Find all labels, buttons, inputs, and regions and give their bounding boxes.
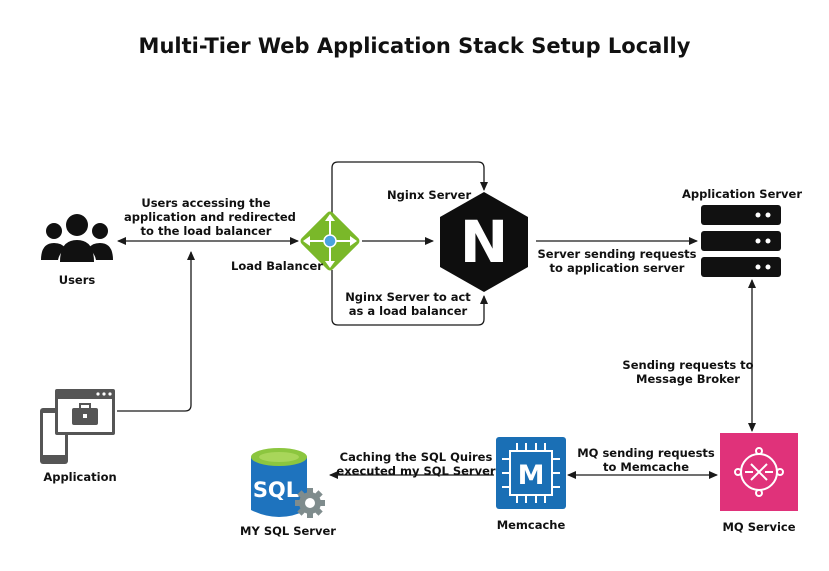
nginx-letter: N xyxy=(460,208,509,276)
users-icon xyxy=(41,214,113,262)
memcache-icon: M xyxy=(496,437,566,509)
edge-label-nginx-appserver: Server sending requests to application s… xyxy=(537,247,697,275)
edge-lb-nginx-bottom xyxy=(331,270,488,326)
edge-label-memcache-sql: Caching the SQL Quires executed my SQL S… xyxy=(336,450,496,478)
mysql-server-label: MY SQL Server xyxy=(240,524,336,538)
application-label: Application xyxy=(43,470,117,484)
sql-text: SQL xyxy=(253,478,299,502)
nginx-server-label: Nginx Server xyxy=(387,188,472,202)
edge-label-nginx-lb: Nginx Server to act as a load balancer xyxy=(345,290,471,318)
memcache-letter: M xyxy=(518,460,545,491)
diagram-title: Multi-Tier Web Application Stack Setup L… xyxy=(138,34,691,58)
application-icon xyxy=(40,389,115,464)
load-balancer-icon xyxy=(300,211,360,271)
edge-application-lb xyxy=(117,251,195,412)
edge-label-users-lb: Users accessing the application and redi… xyxy=(124,196,296,238)
application-server-label: Application Server xyxy=(681,187,803,201)
gear-icon xyxy=(295,488,325,518)
mysql-server-icon: SQL xyxy=(251,448,325,518)
load-balancer-label: Load Balancer xyxy=(231,259,323,273)
users-label: Users xyxy=(58,273,96,287)
memcache-label: Memcache xyxy=(496,518,566,532)
edge-lb-nginx-top xyxy=(331,161,488,213)
mq-service-label: MQ Service xyxy=(722,520,796,534)
edge-label-mq-memcache: MQ sending requests to Memcache xyxy=(577,446,715,474)
nginx-icon: N xyxy=(440,192,528,292)
edge-label-appserver-mq: Sending requests to Message Broker xyxy=(622,358,754,386)
application-server-icon xyxy=(701,205,781,277)
mq-service-icon xyxy=(720,433,798,511)
